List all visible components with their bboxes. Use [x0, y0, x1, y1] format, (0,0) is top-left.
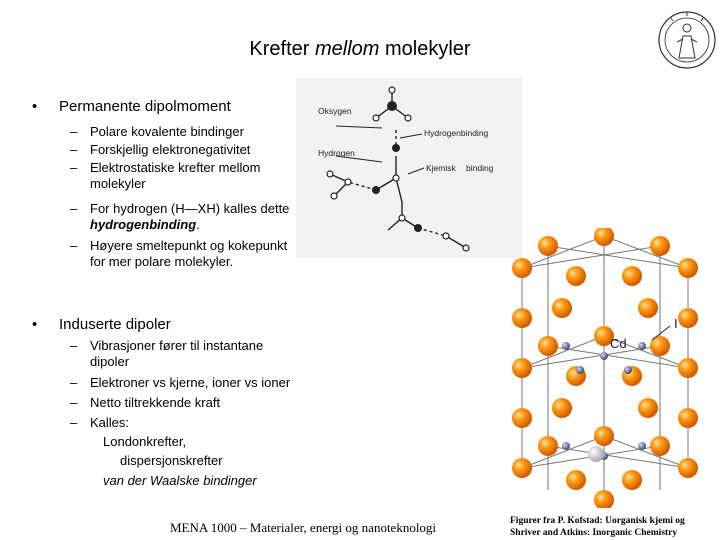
- iodine-atom: [538, 336, 558, 356]
- iodine-atom: [622, 266, 642, 286]
- cadmium-atom: [624, 366, 632, 374]
- title-emphasis: mellom: [314, 38, 380, 60]
- iodine-atom: [512, 358, 532, 378]
- iodine-atom: [512, 408, 532, 428]
- iodine-atom: [650, 436, 670, 456]
- iodine-atom: [650, 236, 670, 256]
- iodine-atom: [678, 408, 698, 428]
- hydrogen-bond-diagram: Oksygen Hydrogen Hydrogenbinding Kjemisk…: [296, 78, 522, 258]
- iodine-atom: [594, 226, 614, 246]
- iodine-atom: [594, 326, 614, 346]
- label-hydrogen: Hydrogen: [318, 148, 355, 158]
- iodine-atom: [512, 458, 532, 478]
- iodine-atom: [622, 470, 642, 490]
- term-hydrogen-bond: hydrogenbinding: [90, 216, 197, 232]
- iodine-atom: [538, 236, 558, 256]
- cadmium-atom: [562, 442, 570, 450]
- figure-credit: Figurer fra P. Kofstad: Uorganisk kjemi …: [510, 516, 685, 538]
- cadmium-atom: [638, 442, 646, 450]
- iodine-atom: [638, 298, 658, 318]
- cdi2-crystal-lattice: Cd I: [492, 226, 718, 510]
- iodine-atom: [594, 490, 614, 510]
- cadmium-atom: [638, 342, 646, 350]
- label-i: I: [674, 316, 678, 331]
- iodine-atom: [650, 336, 670, 356]
- iodine-atom: [552, 398, 572, 418]
- label-oxygen: Oksygen: [318, 106, 352, 116]
- iodine-atom: [678, 308, 698, 328]
- label-hydrogen-bond: Hydrogenbinding: [424, 128, 489, 138]
- lattice-white-atom: [588, 446, 604, 462]
- iodine-atom: [566, 470, 586, 490]
- iodine-atom: [566, 266, 586, 286]
- course-footer: MENA 1000 – Materialer, energi og nanote…: [170, 520, 437, 535]
- iodine-atom: [678, 358, 698, 378]
- university-seal-logo: [657, 6, 717, 74]
- iodine-atom: [678, 458, 698, 478]
- label-chemical-bond-2: binding: [466, 163, 494, 173]
- term-dispersion-forces: dispersjonskrefter: [120, 453, 223, 468]
- slide-title: Krefter mellom molekyler: [249, 38, 471, 60]
- label-cd: Cd: [610, 336, 627, 351]
- iodine-atom: [552, 298, 572, 318]
- term-van-der-waals: van der Waalske bindinger: [103, 473, 257, 488]
- iodine-atom: [594, 426, 614, 446]
- iodine-atom: [678, 258, 698, 278]
- label-chemical-bond: Kjemisk: [426, 163, 457, 173]
- iodine-atom: [512, 258, 532, 278]
- cadmium-atom: [576, 366, 584, 374]
- cadmium-atom: [600, 352, 608, 360]
- iodine-atom: [538, 436, 558, 456]
- term-london-forces: Londonkrefter,: [103, 434, 187, 449]
- iodine-atom: [512, 308, 532, 328]
- cadmium-atom: [562, 342, 570, 350]
- iodine-atom: [638, 398, 658, 418]
